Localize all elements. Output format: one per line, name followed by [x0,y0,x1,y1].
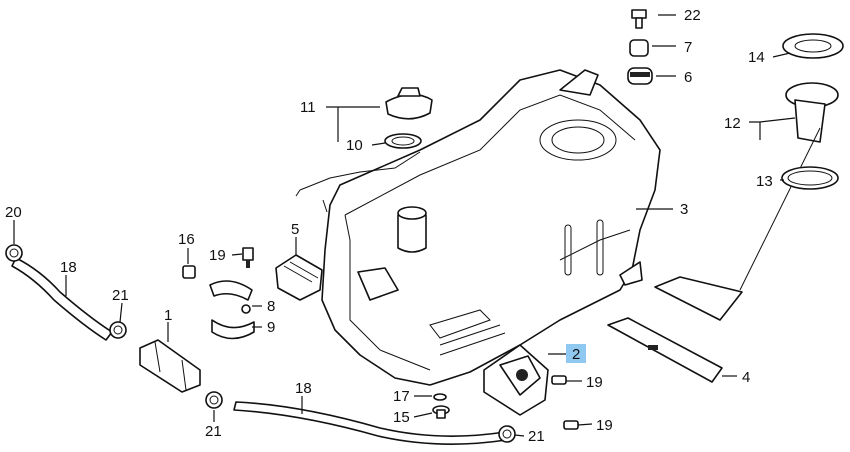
fuel-pump [483,344,549,416]
leader-lines [13,14,796,437]
fuel-tube-upper [11,257,113,341]
callout-2: 2 [572,346,580,363]
callout-15: 15 [393,409,410,426]
fuel-tank [295,69,661,386]
washer-17 [433,393,447,401]
bolt-19-b [563,420,579,430]
clip-21-c [205,391,223,409]
clip-21-d [498,425,516,443]
filter-band [209,280,255,340]
callout-13: 13 [756,173,773,190]
callout-21-mid: 21 [112,287,129,304]
fuel-unit-cover [782,33,844,59]
callout-21-left: 20 [5,204,22,221]
callout-16: 16 [178,231,195,248]
callout-1: 1 [164,307,172,324]
fuel-cap [385,87,433,120]
callout-19-upper: 19 [586,374,603,391]
callout-labels: 22 7 6 14 12 13 3 4 11 10 5 16 19 8 9 1 … [5,7,773,445]
callout-22: 22 [684,7,701,24]
nut-16 [182,265,196,279]
fuel-filter [139,339,201,393]
fuel-level-sender [654,82,839,321]
callout-2-highlight [566,344,586,363]
bolt-15 [432,405,450,419]
bolt-22 [631,9,647,29]
callout-18-upper: 18 [60,259,77,276]
callout-19-lower: 19 [596,417,613,434]
callout-21-right: 21 [528,428,545,445]
callout-14: 14 [748,49,765,66]
callout-10: 10 [346,137,363,154]
callout-6: 6 [684,69,692,86]
bolt-19-a [551,375,567,385]
callout-8: 8 [267,298,275,315]
cap-gasket [384,133,422,149]
clip-21-a [5,244,23,262]
grommet-7 [629,39,649,57]
screw-20 [242,247,254,268]
callout-17: 17 [393,388,410,405]
callout-3: 3 [680,201,688,218]
callout-21-lower: 21 [205,423,222,440]
mounting-plate-4 [607,317,723,383]
callout-18-lower: 18 [295,380,312,397]
grommet-6 [627,67,653,85]
rubber-mount-5 [275,254,323,301]
clip-21-b [109,321,127,339]
callout-11: 11 [300,99,316,116]
callout-7: 7 [684,39,692,56]
callout-12: 12 [724,115,741,132]
callout-5: 5 [291,221,299,238]
callout-4: 4 [742,369,750,386]
callout-20: 19 [209,247,226,264]
fuel-tube-lower [233,401,507,445]
callout-9: 9 [267,319,275,336]
fuel-unit-seal [781,166,839,190]
